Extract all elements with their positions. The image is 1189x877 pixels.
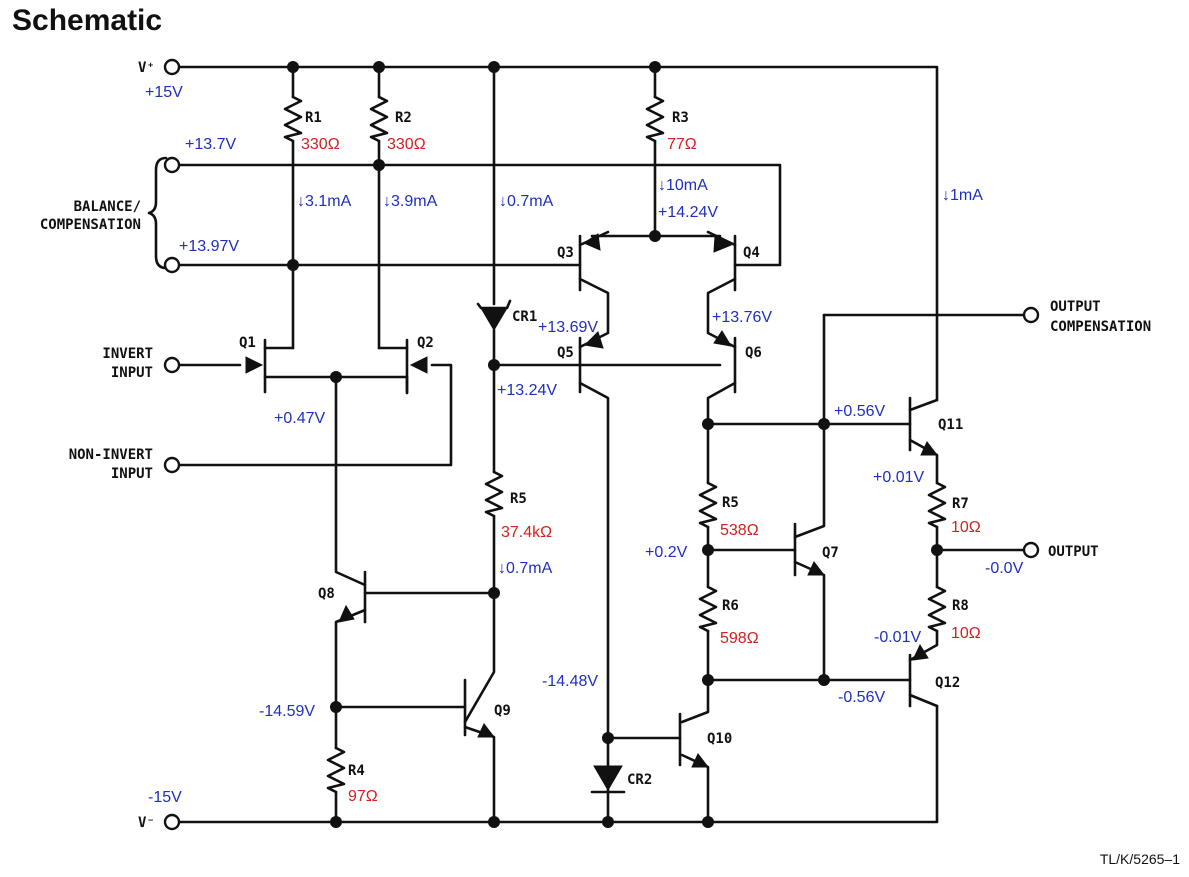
balance-bracket bbox=[147, 156, 168, 270]
q12-base-voltage: -0.56V bbox=[838, 689, 885, 706]
noninvert-input-terminal bbox=[163, 456, 181, 474]
cr2-name: CR2 bbox=[627, 772, 652, 788]
q9-name: Q9 bbox=[494, 703, 511, 719]
vplus-terminal bbox=[163, 58, 181, 76]
r8-name: R8 bbox=[952, 598, 969, 614]
q5-name: Q5 bbox=[557, 345, 574, 361]
r2-name: R2 bbox=[395, 110, 412, 126]
q11-name: Q11 bbox=[938, 417, 963, 433]
balance-terminal-1 bbox=[163, 156, 181, 174]
balance-voltage-2: +13.97V bbox=[179, 238, 239, 255]
supply-positive-voltage: +15V bbox=[145, 84, 183, 101]
transistor-bases bbox=[263, 234, 912, 767]
r7-value: 10Ω bbox=[951, 519, 981, 536]
r3-value: 77Ω bbox=[667, 136, 697, 153]
q12-name: Q12 bbox=[935, 675, 960, 691]
supply-negative-voltage: -15V bbox=[148, 789, 182, 806]
page-title: Schematic bbox=[12, 4, 162, 37]
balance-label-1: BALANCE/ bbox=[74, 199, 141, 215]
junction-dots bbox=[287, 61, 943, 828]
q8-emitter-voltage: -14.59V bbox=[259, 703, 315, 720]
q3-q4-emitter-voltage: +14.24V bbox=[658, 204, 718, 221]
q12-emitter-voltage: -0.01V bbox=[874, 629, 921, 646]
noninvert-input-label-1: NON-INVERT bbox=[69, 447, 153, 463]
q10-name: Q10 bbox=[707, 731, 732, 747]
arrowheads bbox=[245, 233, 939, 768]
vminus-label: V⁻ bbox=[138, 815, 155, 831]
r4-value: 97Ω bbox=[348, 788, 378, 805]
r8-value: 10Ω bbox=[951, 625, 981, 642]
q2-name: Q2 bbox=[417, 335, 434, 351]
r1-name: R1 bbox=[305, 110, 322, 126]
balance-label-2: COMPENSATION bbox=[40, 217, 141, 233]
operating-point-annotations: +15V +13.7V +13.97V ↓3.1mA ↓3.9mA ↓0.7mA… bbox=[145, 84, 1024, 806]
invert-input-label-1: INVERT bbox=[102, 346, 153, 362]
noninvert-input-label-2: INPUT bbox=[111, 466, 153, 482]
invert-input-terminal bbox=[163, 356, 181, 374]
q4-name: Q4 bbox=[743, 245, 760, 261]
q3-name: Q3 bbox=[557, 245, 574, 261]
output-label: OUTPUT bbox=[1048, 544, 1099, 560]
terminal-circles bbox=[163, 58, 1040, 831]
r6-value: 598Ω bbox=[720, 630, 759, 647]
terminal-labels: V⁺ V⁻ BALANCE/ COMPENSATION INVERT INPUT… bbox=[40, 60, 1151, 831]
r5a-value: 37.4kΩ bbox=[501, 524, 552, 541]
cr2-diode bbox=[590, 765, 626, 794]
r6-name: R6 bbox=[722, 598, 739, 614]
r5b-value: 538Ω bbox=[720, 522, 759, 539]
output-voltage: -0.0V bbox=[985, 560, 1024, 577]
cr1-name: CR1 bbox=[512, 309, 537, 325]
q1-emitter-voltage: +0.47V bbox=[274, 410, 325, 427]
r5a-name: R5 bbox=[510, 491, 527, 507]
q11-emitter-voltage: +0.01V bbox=[873, 469, 924, 486]
q4-collector-voltage: +13.76V bbox=[712, 309, 772, 326]
q7-base-voltage: +0.2V bbox=[645, 544, 688, 561]
r2-current: ↓3.9mA bbox=[383, 193, 438, 210]
output-terminal bbox=[1022, 541, 1040, 559]
cr2-anode-voltage: -14.48V bbox=[542, 673, 598, 690]
q3-collector-voltage: +13.69V bbox=[538, 319, 598, 336]
r7-name: R7 bbox=[952, 496, 969, 512]
q1-name: Q1 bbox=[239, 335, 256, 351]
output-compensation-terminal bbox=[1022, 306, 1040, 324]
q11-base-voltage: +0.56V bbox=[834, 403, 885, 420]
resistor-symbols bbox=[283, 95, 947, 794]
output-compensation-label-1: OUTPUT bbox=[1050, 299, 1101, 315]
cr1-zener bbox=[476, 299, 512, 331]
r2-value: 330Ω bbox=[387, 136, 426, 153]
figure-reference: TL/K/5265–1 bbox=[1100, 851, 1180, 867]
balance-terminal-2 bbox=[163, 256, 181, 274]
r3-current: ↓10mA bbox=[658, 177, 708, 194]
r5-current: ↓0.7mA bbox=[498, 560, 553, 577]
q7-name: Q7 bbox=[822, 545, 839, 561]
invert-input-label-2: INPUT bbox=[111, 365, 153, 381]
output-compensation-label-2: COMPENSATION bbox=[1050, 319, 1151, 335]
component-values: 330Ω 330Ω 77Ω 97Ω 37.4kΩ 538Ω 598Ω 10Ω 1… bbox=[301, 136, 981, 805]
cr1-current: ↓0.7mA bbox=[499, 193, 554, 210]
balance-voltage-1: +13.7V bbox=[185, 136, 236, 153]
q11-current: ↓1mA bbox=[942, 187, 983, 204]
r1-current: ↓3.1mA bbox=[297, 193, 352, 210]
r4-name: R4 bbox=[348, 763, 365, 779]
r3-name: R3 bbox=[672, 110, 689, 126]
q6-name: Q6 bbox=[745, 345, 762, 361]
component-names: R1 R2 R3 R4 R5 R5 R6 R7 R8 Q1 Q2 Q3 Q4 Q… bbox=[239, 110, 969, 788]
r1-value: 330Ω bbox=[301, 136, 340, 153]
vplus-label: V⁺ bbox=[138, 60, 155, 76]
vminus-terminal bbox=[163, 813, 181, 831]
q5-base-voltage: +13.24V bbox=[497, 382, 557, 399]
r5b-name: R5 bbox=[722, 495, 739, 511]
q8-name: Q8 bbox=[318, 586, 335, 602]
